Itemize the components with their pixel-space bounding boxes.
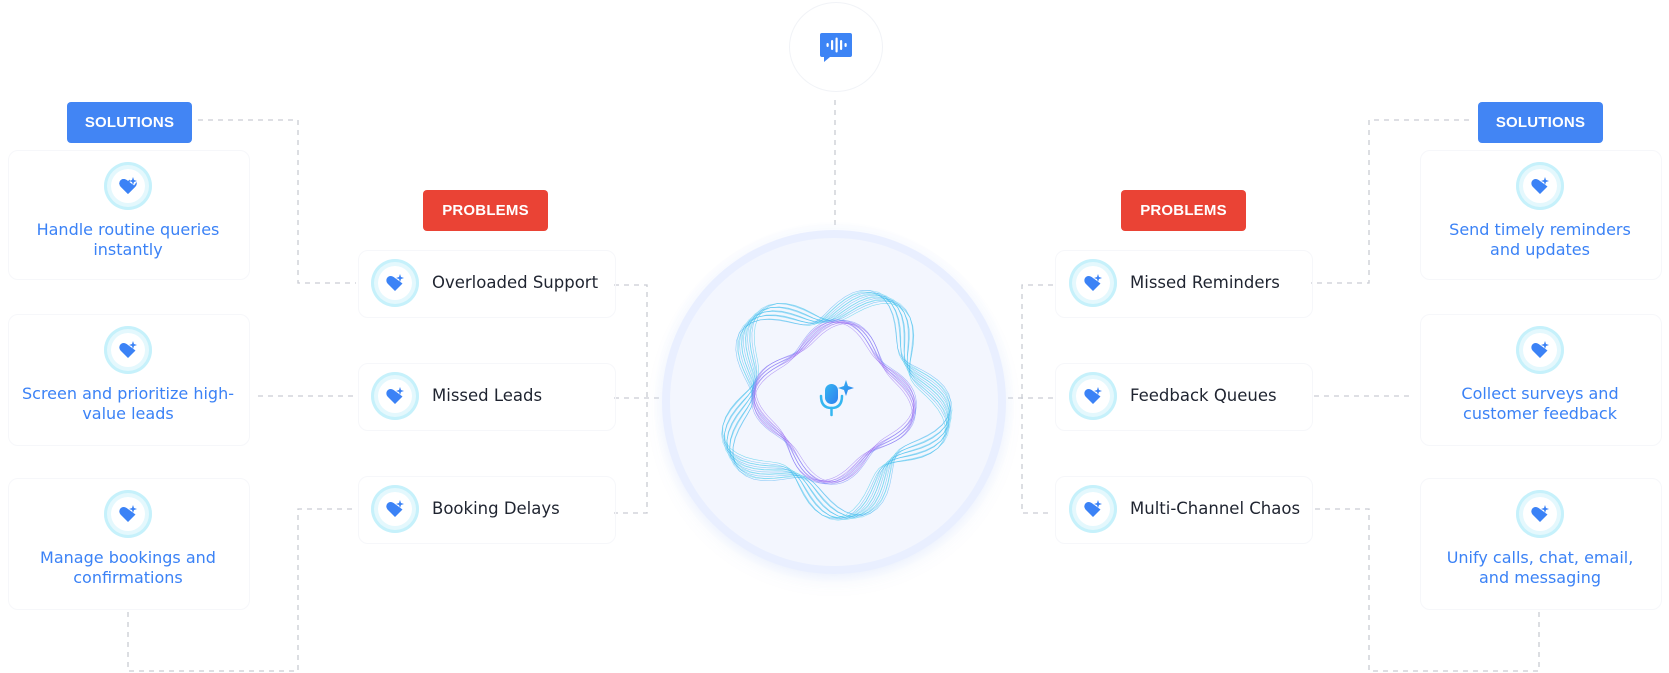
- left-problem-3: Booking Delays: [432, 499, 560, 518]
- solution-icon: [104, 490, 152, 538]
- ai-microphone-icon: [819, 380, 854, 417]
- left-solution-card-3: [8, 478, 250, 610]
- waveform-line: [722, 303, 946, 518]
- right-solution-card-2: [1420, 314, 1662, 446]
- right-solution-3: Unify calls, chat, email,and messaging: [1446, 548, 1634, 587]
- heart-sparkle-icon: [1531, 341, 1549, 358]
- waveform-rings: [721, 289, 953, 521]
- problem-icon: [371, 485, 419, 533]
- right-problem-1: Missed Reminders: [1130, 273, 1280, 292]
- left-problem-1: Overloaded Support: [432, 273, 599, 292]
- right-solution-card-3: [1420, 478, 1662, 610]
- waveform-line: [732, 291, 950, 515]
- heart-sparkle-icon: [119, 177, 137, 194]
- problem-icon: [371, 372, 419, 420]
- heart-sparkle-icon: [119, 341, 137, 358]
- solution-icon: [1516, 162, 1564, 210]
- left-solutions-label: SOLUTIONS: [67, 102, 192, 143]
- right-problems-label: PROBLEMS: [1121, 190, 1246, 231]
- left-problem-card-3: [358, 476, 616, 544]
- left-solution-card-1: [8, 150, 250, 280]
- problem-icon: [371, 259, 419, 307]
- voice-message-badge: [789, 2, 883, 92]
- waveform-line: [723, 295, 951, 521]
- heart-sparkle-icon: [119, 505, 137, 522]
- left-problem-card-1: [358, 250, 616, 318]
- right-problem-3: Multi-Channel Chaos: [1130, 499, 1301, 518]
- left-problem-2: Missed Leads: [432, 386, 543, 405]
- heart-sparkle-icon: [1084, 500, 1102, 517]
- left-problem-card-2: [358, 363, 616, 431]
- heart-sparkle-icon: [386, 274, 404, 291]
- problem-icon: [1069, 485, 1117, 533]
- heart-sparkle-icon: [386, 387, 404, 404]
- right-solutions-label: SOLUTIONS: [1478, 102, 1603, 143]
- waveform-line: [753, 321, 915, 483]
- solution-icon: [1516, 490, 1564, 538]
- right-solution-card-1: [1420, 150, 1662, 280]
- waveform-line: [729, 290, 953, 518]
- heart-sparkle-icon: [386, 500, 404, 517]
- voice-message-icon: [820, 33, 852, 62]
- right-problem-card-2: [1055, 363, 1313, 431]
- solution-icon: [1516, 326, 1564, 374]
- waveform-line: [726, 292, 952, 519]
- left-solution-2: Screen and prioritize high-value leads: [22, 384, 234, 423]
- right-problem-card-3: [1055, 476, 1313, 544]
- left-problems-label: PROBLEMS: [423, 190, 548, 231]
- solution-icon: [104, 326, 152, 374]
- solution-icon: [104, 162, 152, 210]
- heart-sparkle-icon: [1084, 274, 1102, 291]
- problem-icon: [1069, 259, 1117, 307]
- problem-icon: [1069, 372, 1117, 420]
- heart-sparkle-icon: [1531, 505, 1549, 522]
- waveform-line: [751, 319, 917, 485]
- right-problem-card-1: [1055, 250, 1313, 318]
- right-problem-2: Feedback Queues: [1130, 386, 1277, 405]
- heart-sparkle-icon: [1531, 177, 1549, 194]
- heart-sparkle-icon: [1084, 387, 1102, 404]
- left-solution-card-2: [8, 314, 250, 446]
